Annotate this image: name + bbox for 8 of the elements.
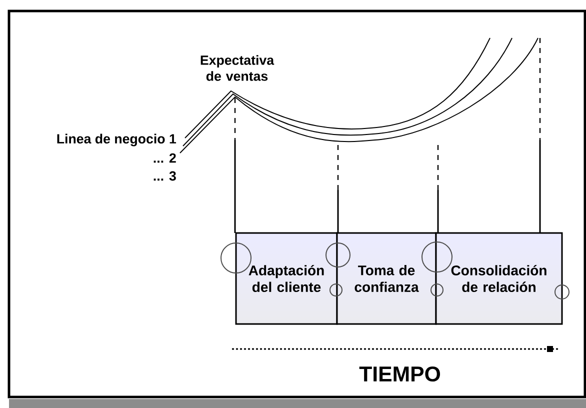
stage-box: Adaptación del cliente (235, 232, 338, 325)
text-label: Expectativa de ventas (200, 55, 274, 81)
text-label: ... 3 (154, 171, 176, 181)
stage-box: Consolidación de relación (435, 232, 563, 325)
stage-box: Toma de confianza (336, 232, 437, 325)
text-label: ... 2 (154, 153, 176, 163)
text-label: TIEMPO (359, 366, 440, 382)
text-label: Linea de negocio 1 (57, 134, 176, 146)
